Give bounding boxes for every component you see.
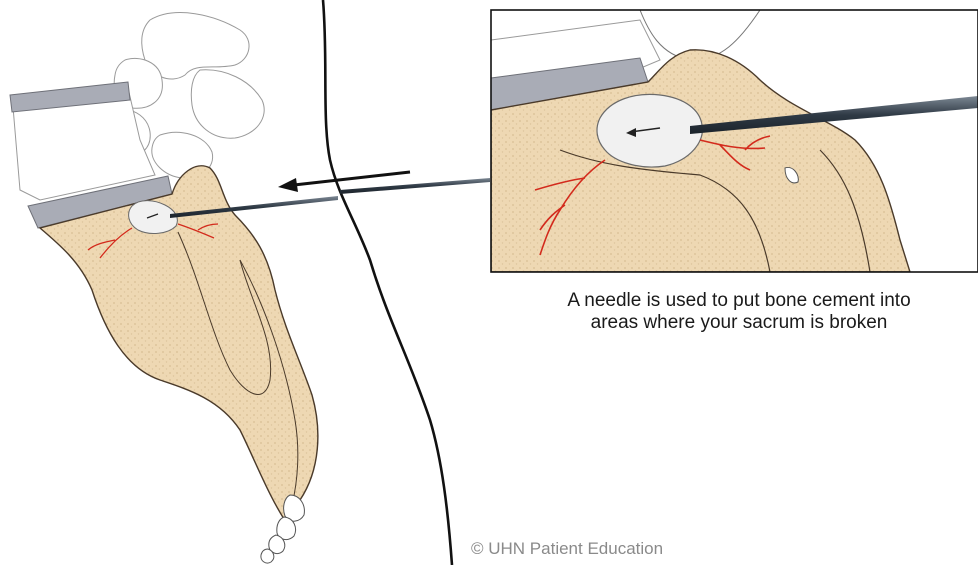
skin-line <box>323 0 452 565</box>
spine-overview <box>10 13 338 563</box>
sacrum <box>40 166 318 528</box>
bone-cement-large <box>597 94 702 167</box>
caption-line-2: areas where your sacrum is broken <box>500 312 978 334</box>
needle-long <box>340 178 490 194</box>
caption: A needle is used to put bone cement into… <box>500 290 978 334</box>
magnified-inset <box>491 10 978 272</box>
copyright-credit: © UHN Patient Education <box>471 539 663 559</box>
caption-line-1: A needle is used to put bone cement into <box>500 290 978 312</box>
